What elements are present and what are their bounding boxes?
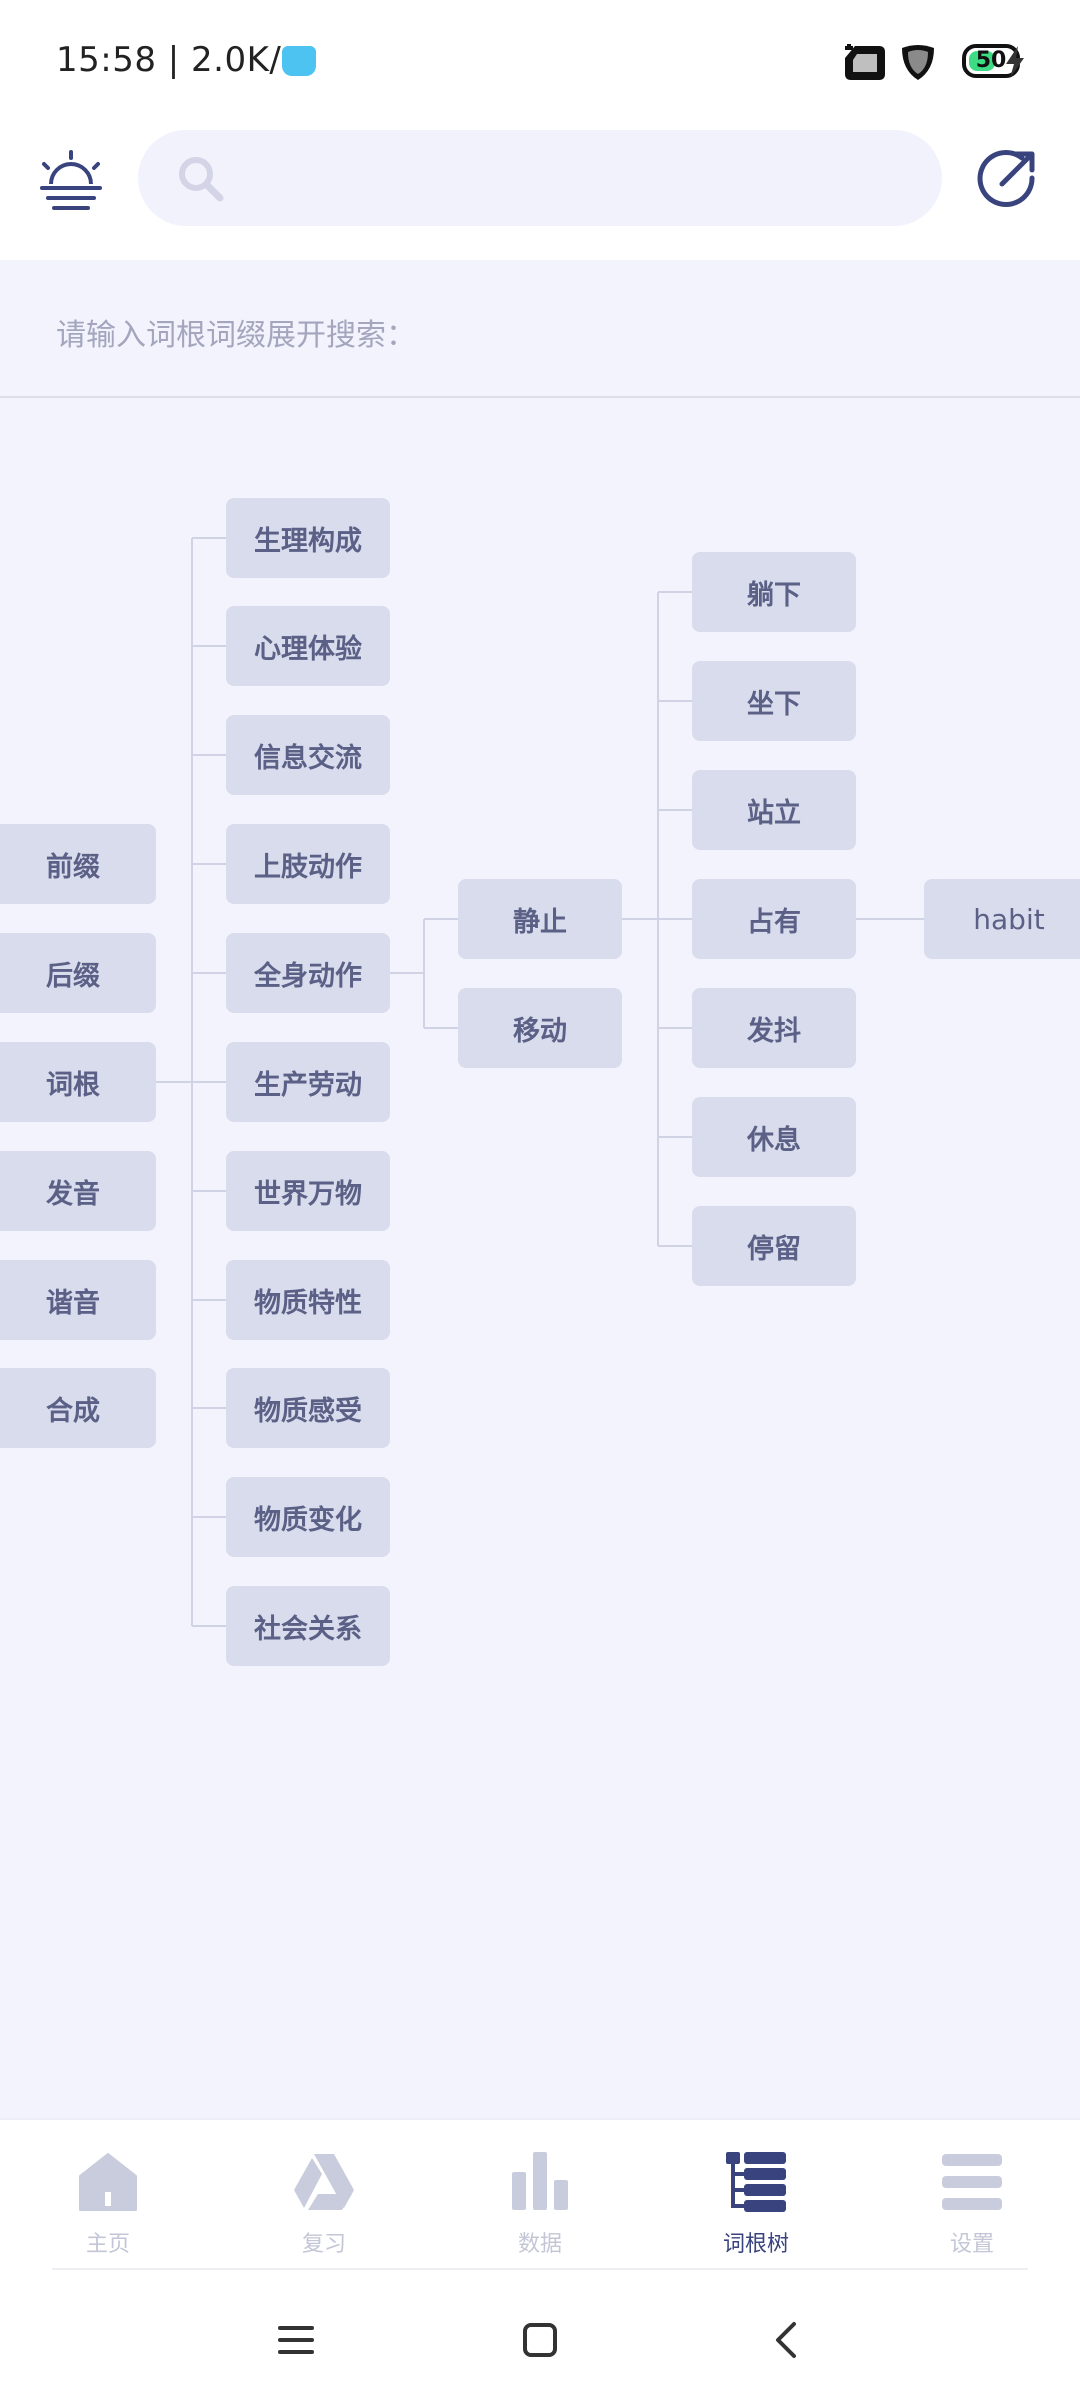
tree-node-level1[interactable]: 谐音 <box>0 1260 156 1340</box>
tree-node-level3[interactable]: 静止 <box>458 879 622 959</box>
status-time: 15:58 | 2.0K/s <box>56 40 300 80</box>
tree-node-level1[interactable]: 发音 <box>0 1151 156 1231</box>
battery-fill <box>969 51 995 71</box>
search-box[interactable] <box>138 130 942 226</box>
tree-node-level2[interactable]: 生产劳动 <box>226 1042 390 1122</box>
tree-node-level2[interactable]: 信息交流 <box>226 715 390 795</box>
battery-level: 50 <box>975 48 1007 73</box>
tree-node-level2[interactable]: 社会关系 <box>226 1586 390 1666</box>
tree-node-level4[interactable]: 站立 <box>692 770 856 850</box>
tree-node-level4[interactable]: 发抖 <box>692 988 856 1068</box>
tree-node-level2[interactable]: 生理构成 <box>226 498 390 578</box>
shield-icon <box>902 45 934 80</box>
home-icon <box>79 2153 137 2211</box>
notification-app-icon <box>282 46 316 76</box>
back-icon[interactable] <box>758 2310 818 2370</box>
search-prompt-row: 请输入词根词缀展开搜索： <box>0 260 1080 398</box>
tree-node-level2[interactable]: 物质感受 <box>226 1368 390 1448</box>
tree-icon <box>726 2152 786 2212</box>
search-icon <box>179 157 224 202</box>
bar-chart-icon <box>512 2152 568 2210</box>
tree-node-level4[interactable]: 坐下 <box>692 661 856 741</box>
search-prompt: 请输入词根词缀展开搜索： <box>56 318 416 353</box>
tree-node-level1[interactable]: 合成 <box>0 1368 156 1448</box>
search-input[interactable] <box>238 148 898 208</box>
tree-node-level3[interactable]: 移动 <box>458 988 622 1068</box>
nav-home-label: 主页 <box>85 2232 130 2257</box>
tree-node-level2[interactable]: 上肢动作 <box>226 824 390 904</box>
tree-node-level5[interactable]: habit <box>924 879 1080 959</box>
content-area: 请输入词根词缀展开搜索： <box>0 260 1080 2118</box>
tree-node-level4[interactable]: 躺下 <box>692 552 856 632</box>
home-button-icon[interactable] <box>510 2310 570 2370</box>
alarm-off-icon <box>845 44 885 80</box>
nav-data[interactable]: 数据 <box>470 2150 610 2260</box>
bottom-nav: 主页 复习 数据 词根树 设置 <box>0 2118 1080 2268</box>
nav-review-label: 复习 <box>301 2232 346 2257</box>
settings-menu-icon <box>942 2154 1002 2210</box>
nav-word-tree-label: 词根树 <box>722 2232 789 2257</box>
tree-node-level1[interactable]: 后缀 <box>0 933 156 1013</box>
app-header <box>0 120 1080 260</box>
tree-node-level4[interactable]: 占有 <box>692 879 856 959</box>
tree-node-level2[interactable]: 心理体验 <box>226 606 390 686</box>
nav-divider <box>52 2268 1028 2270</box>
nav-home[interactable]: 主页 <box>38 2150 178 2260</box>
tree-node-level4[interactable]: 休息 <box>692 1097 856 1177</box>
tree-connectors <box>156 537 924 1627</box>
tree-node-level2[interactable]: 物质特性 <box>226 1260 390 1340</box>
system-nav-bar <box>0 2270 1080 2400</box>
nav-data-label: 数据 <box>517 2232 562 2257</box>
tree-node-level2[interactable]: 物质变化 <box>226 1477 390 1557</box>
menu-icon[interactable] <box>266 2310 326 2370</box>
sunrise-icon[interactable] <box>34 144 108 218</box>
charging-icon <box>1006 46 1024 78</box>
nav-settings[interactable]: 设置 <box>902 2150 1042 2260</box>
nav-word-tree[interactable]: 词根树 <box>686 2150 826 2260</box>
share-icon[interactable] <box>972 144 1042 214</box>
tree-node-level2[interactable]: 世界万物 <box>226 1151 390 1231</box>
review-icon <box>294 2154 354 2210</box>
tree-node-level2[interactable]: 全身动作 <box>226 933 390 1013</box>
tree-node-level1[interactable]: 前缀 <box>0 824 156 904</box>
nav-settings-label: 设置 <box>949 2232 994 2257</box>
tree-node-level1[interactable]: 词根 <box>0 1042 156 1122</box>
status-bar: 15:58 | 2.0K/s 50 <box>0 0 1080 120</box>
nav-review[interactable]: 复习 <box>254 2150 394 2260</box>
tree-node-level4[interactable]: 停留 <box>692 1206 856 1286</box>
